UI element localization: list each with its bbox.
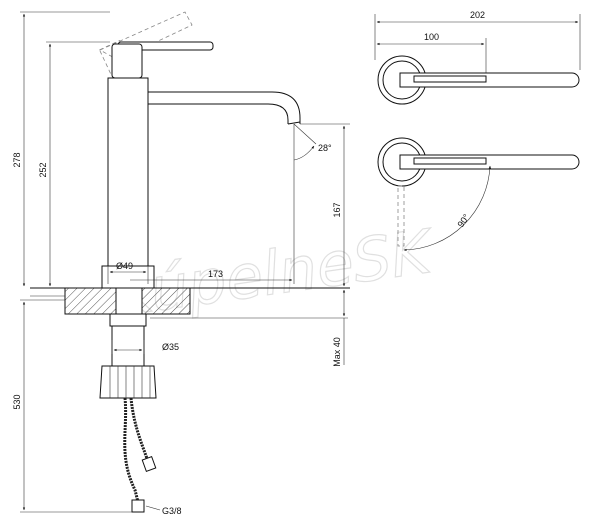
dim-body-diameter: Ø49 [116, 261, 133, 271]
angle-leg-28 [293, 123, 317, 145]
angle-arc-28 [293, 145, 315, 161]
lock-washer [109, 313, 147, 327]
top-view: 202 100 90° [374, 10, 581, 252]
mounting-hole [115, 287, 143, 315]
flex-hose-2 [129, 397, 152, 469]
dim-thread-diameter: Ø35 [162, 342, 179, 352]
dim-hose-length: 530 [12, 394, 22, 409]
dim-max-thickness: Max 40 [332, 337, 342, 367]
topview1-lever [413, 75, 487, 83]
faucet-body [107, 77, 149, 267]
dim-connection: G3/8 [162, 506, 182, 516]
spout-outer [148, 91, 301, 124]
flex-hose-1 [123, 397, 142, 511]
lever-hub [111, 43, 143, 79]
dim-height-body: 252 [38, 162, 48, 177]
dim-spout-angle: 28° [318, 143, 332, 153]
dim-width-total: 202 [470, 10, 485, 20]
hose-nut-1 [141, 456, 157, 472]
dim-lever-rotation: 90° [455, 212, 471, 229]
angle-arc-90 [403, 165, 492, 252]
fixing-nut [99, 365, 157, 399]
dim-width-lever: 100 [424, 32, 439, 42]
hose-nut-2 [131, 499, 145, 513]
leader-g38 [145, 505, 161, 511]
spout-inner [148, 103, 289, 124]
dim-height-spout: 167 [332, 202, 342, 217]
side-elevation: 278 252 167 28° Ø49 173 Ø35 Max 40 [12, 11, 350, 516]
threaded-shank [111, 325, 145, 367]
topview2-lever [413, 157, 487, 165]
spout-tip [287, 121, 301, 125]
nut-ribs [109, 366, 151, 398]
dim-height-total: 278 [12, 152, 22, 167]
dim-spout-reach: 173 [208, 269, 223, 279]
